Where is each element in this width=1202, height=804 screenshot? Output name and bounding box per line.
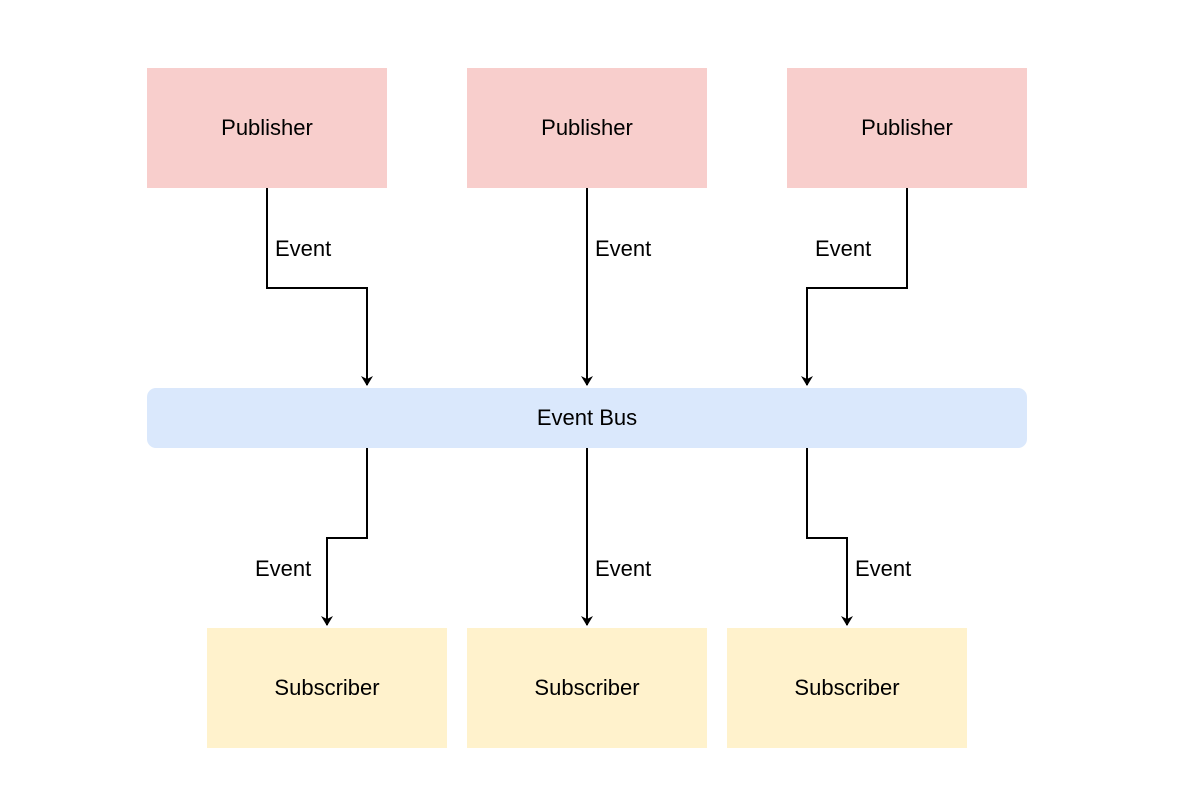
edge-label-subscriber-3: Event bbox=[855, 556, 912, 581]
publisher-label: Publisher bbox=[541, 115, 633, 140]
subscriber-label: Subscriber bbox=[534, 675, 640, 700]
edge-label-publisher-1: Event bbox=[275, 236, 332, 261]
publisher-node-3[interactable]: Publisher bbox=[787, 68, 1027, 188]
publisher-label: Publisher bbox=[221, 115, 313, 140]
subscriber-node-2[interactable]: Subscriber bbox=[467, 628, 707, 748]
publisher-node-2[interactable]: Publisher bbox=[467, 68, 707, 188]
subscriber-label: Subscriber bbox=[794, 675, 900, 700]
publisher-node-1[interactable]: Publisher bbox=[147, 68, 387, 188]
event-bus-label: Event Bus bbox=[536, 405, 638, 430]
event-bus-node[interactable]: Event Bus bbox=[147, 388, 1027, 448]
edge-label-publisher-2: Event bbox=[595, 236, 652, 261]
edge-label-subscriber-2: Event bbox=[595, 556, 652, 581]
edge-label-subscriber-1: Event bbox=[255, 556, 312, 581]
publisher-label: Publisher bbox=[861, 115, 953, 140]
edge-bus-to-subscriber-3 bbox=[806, 448, 853, 626]
edge-label-publisher-3: Event bbox=[815, 236, 872, 261]
subscriber-label: Subscriber bbox=[274, 675, 380, 700]
subscriber-node-1[interactable]: Subscriber bbox=[207, 628, 447, 748]
edge-bus-to-subscriber-1 bbox=[321, 448, 368, 626]
edge-publisher-3-to-bus bbox=[801, 188, 908, 386]
subscriber-node-3[interactable]: Subscriber bbox=[727, 628, 967, 748]
edge-publisher-1-to-bus bbox=[266, 188, 373, 386]
